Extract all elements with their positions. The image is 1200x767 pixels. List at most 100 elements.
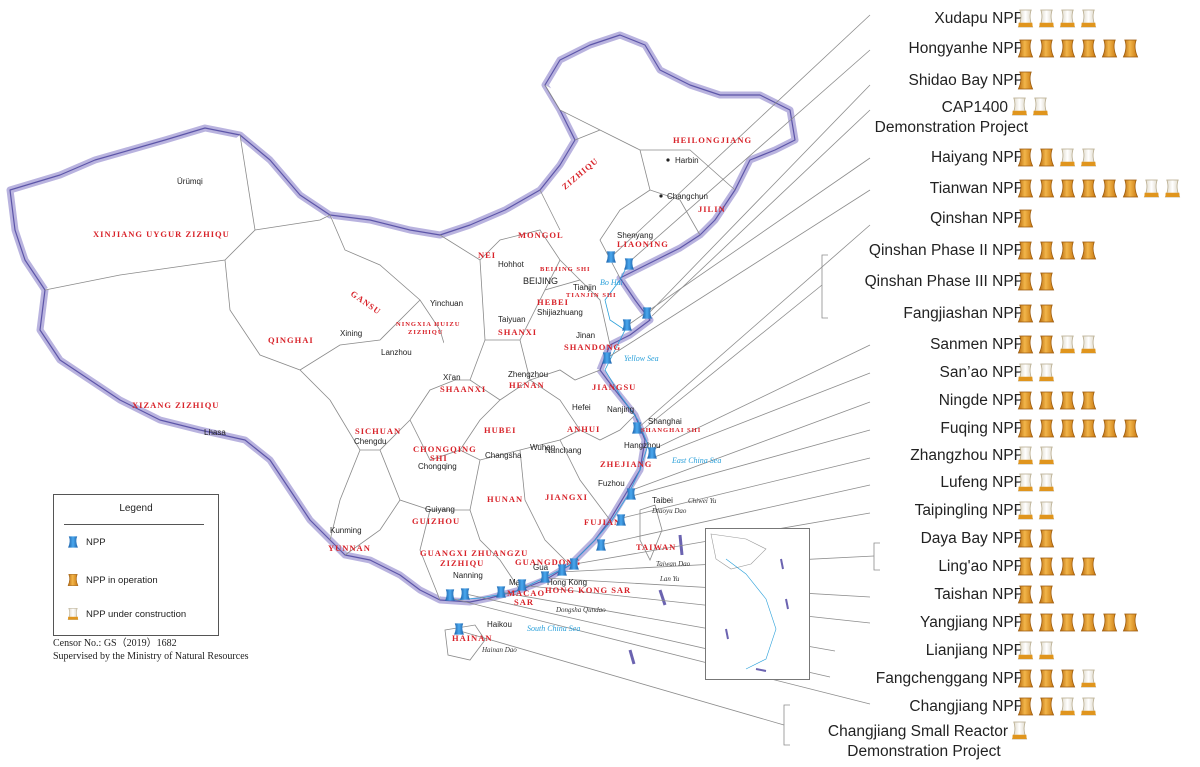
legend-item-npp: NPP [66, 535, 106, 549]
svg-text:Changchun: Changchun [667, 192, 708, 201]
plant-name: Taishan NPP [934, 586, 1024, 603]
operation-icon [1017, 39, 1034, 58]
operation-icon [1059, 669, 1076, 688]
svg-text:Xi'an: Xi'an [443, 373, 461, 382]
svg-text:Ma: Ma [509, 578, 521, 587]
operation-icon [1017, 669, 1034, 688]
plant-units [1016, 71, 1035, 90]
construction-icon [1017, 473, 1034, 492]
plant-units [1016, 557, 1098, 576]
svg-text:TAIWAN: TAIWAN [636, 542, 676, 552]
operation-icon [1017, 391, 1034, 410]
svg-text:Diaoyu Dao: Diaoyu Dao [651, 507, 687, 515]
operation-icon [1080, 419, 1097, 438]
province-borders [44, 84, 736, 601]
construction-icon [1080, 335, 1097, 354]
operation-icon [1017, 557, 1034, 576]
operation-icon [1017, 335, 1034, 354]
svg-text:SHI: SHI [430, 453, 448, 463]
svg-text:Haikou: Haikou [487, 620, 512, 629]
svg-text:Lhasa: Lhasa [204, 428, 226, 437]
svg-text:Ürümqi: Ürümqi [177, 177, 203, 186]
censor-number: Censor No.: GS（2019）1682 [53, 638, 177, 649]
plant-name: Xudapu NPP [934, 10, 1024, 27]
plant-units [1016, 529, 1056, 548]
operation-icon [67, 574, 79, 586]
operation-icon [1017, 585, 1034, 604]
legend: Legend NPP NPP in operation NPP under co… [53, 494, 219, 636]
svg-text:Nanning: Nanning [453, 571, 483, 580]
plant-units [1016, 473, 1056, 492]
plant-units [1016, 419, 1140, 438]
censor-note: Censor No.: GS（2019）1682 Supervised by t… [53, 637, 249, 663]
operation-icon [1080, 391, 1097, 410]
svg-text:MONGOL: MONGOL [518, 230, 564, 240]
operation-icon [1038, 304, 1055, 323]
svg-text:Gua: Gua [533, 563, 549, 572]
plant-name: Changjiang NPP [909, 698, 1024, 715]
svg-text:HUNAN: HUNAN [487, 494, 523, 504]
plant-units [1016, 697, 1098, 716]
operation-icon [1017, 241, 1034, 260]
construction-icon [1038, 501, 1055, 520]
construction-icon [1038, 641, 1055, 660]
operation-icon [1017, 419, 1034, 438]
svg-text:Taibei: Taibei [652, 496, 673, 505]
svg-text:Zhengzhou: Zhengzhou [508, 370, 548, 379]
construction-icon [1017, 363, 1034, 382]
plant-units [1010, 721, 1029, 740]
svg-text:SHAANXI: SHAANXI [440, 384, 486, 394]
svg-text:Nanjing: Nanjing [607, 405, 634, 414]
svg-text:ZIZHIQU: ZIZHIQU [440, 558, 484, 568]
plant-name-line: CAP1400 [941, 99, 1008, 116]
plant-name: Shidao Bay NPP [908, 72, 1024, 89]
plant-units [1016, 9, 1098, 28]
country-outline-inner [9, 34, 796, 603]
construction-icon [1038, 9, 1055, 28]
operation-icon [1059, 419, 1076, 438]
svg-text:Bo Hai: Bo Hai [600, 278, 623, 287]
svg-text:Hong Kong: Hong Kong [547, 578, 587, 587]
south-china-sea-inset [705, 528, 810, 680]
operation-icon [1080, 613, 1097, 632]
svg-text:Xining: Xining [340, 329, 362, 338]
operation-icon [1017, 272, 1034, 291]
operation-icon [1038, 669, 1055, 688]
plant-name: Zhangzhou NPP [910, 447, 1024, 464]
operation-icon [1038, 272, 1055, 291]
construction-icon [1017, 641, 1034, 660]
plant-name: Daya Bay NPP [920, 530, 1024, 547]
operation-icon [1059, 557, 1076, 576]
svg-text:Changsha: Changsha [485, 451, 522, 460]
operation-icon [1017, 148, 1034, 167]
operation-icon [1038, 148, 1055, 167]
plant-units [1016, 304, 1056, 323]
svg-text:HONG KONG SAR: HONG KONG SAR [545, 585, 631, 595]
svg-text:NINGXIA HUIZU: NINGXIA HUIZU [396, 321, 460, 328]
svg-text:XIZANG ZIZHIQU: XIZANG ZIZHIQU [132, 400, 219, 410]
plant-units [1016, 585, 1056, 604]
svg-text:Wuhan: Wuhan [530, 443, 555, 452]
svg-text:Shanghai: Shanghai [648, 417, 682, 426]
plant-name: Fangjiashan NPP [903, 305, 1024, 322]
sea-labels: Bo Hai Yellow Sea East China Sea South C… [481, 278, 721, 654]
operation-icon [1017, 304, 1034, 323]
plant-name: Yangjiang NPP [920, 614, 1024, 631]
svg-text:HEBEI: HEBEI [537, 297, 569, 307]
legend-label: NPP in operation [86, 574, 158, 586]
censor-supervisor: Supervised by the Ministry of Natural Re… [53, 651, 249, 662]
legend-item-construction: NPP under construction [66, 607, 186, 621]
construction-icon [1059, 148, 1076, 167]
plant-name-line: Demonstration Project [874, 119, 1028, 136]
taiwan-island [639, 504, 663, 561]
svg-text:GUIZHOU: GUIZHOU [412, 516, 460, 526]
svg-text:Lan Yu: Lan Yu [659, 575, 680, 583]
operation-icon [1038, 391, 1055, 410]
svg-text:FUJIAN: FUJIAN [584, 517, 621, 527]
plant-name: Qinshan NPP [930, 210, 1024, 227]
svg-text:SICHUAN: SICHUAN [355, 426, 401, 436]
svg-text:SHANXI: SHANXI [498, 327, 537, 337]
operation-icon [1017, 179, 1034, 198]
operation-icon [1017, 71, 1034, 90]
